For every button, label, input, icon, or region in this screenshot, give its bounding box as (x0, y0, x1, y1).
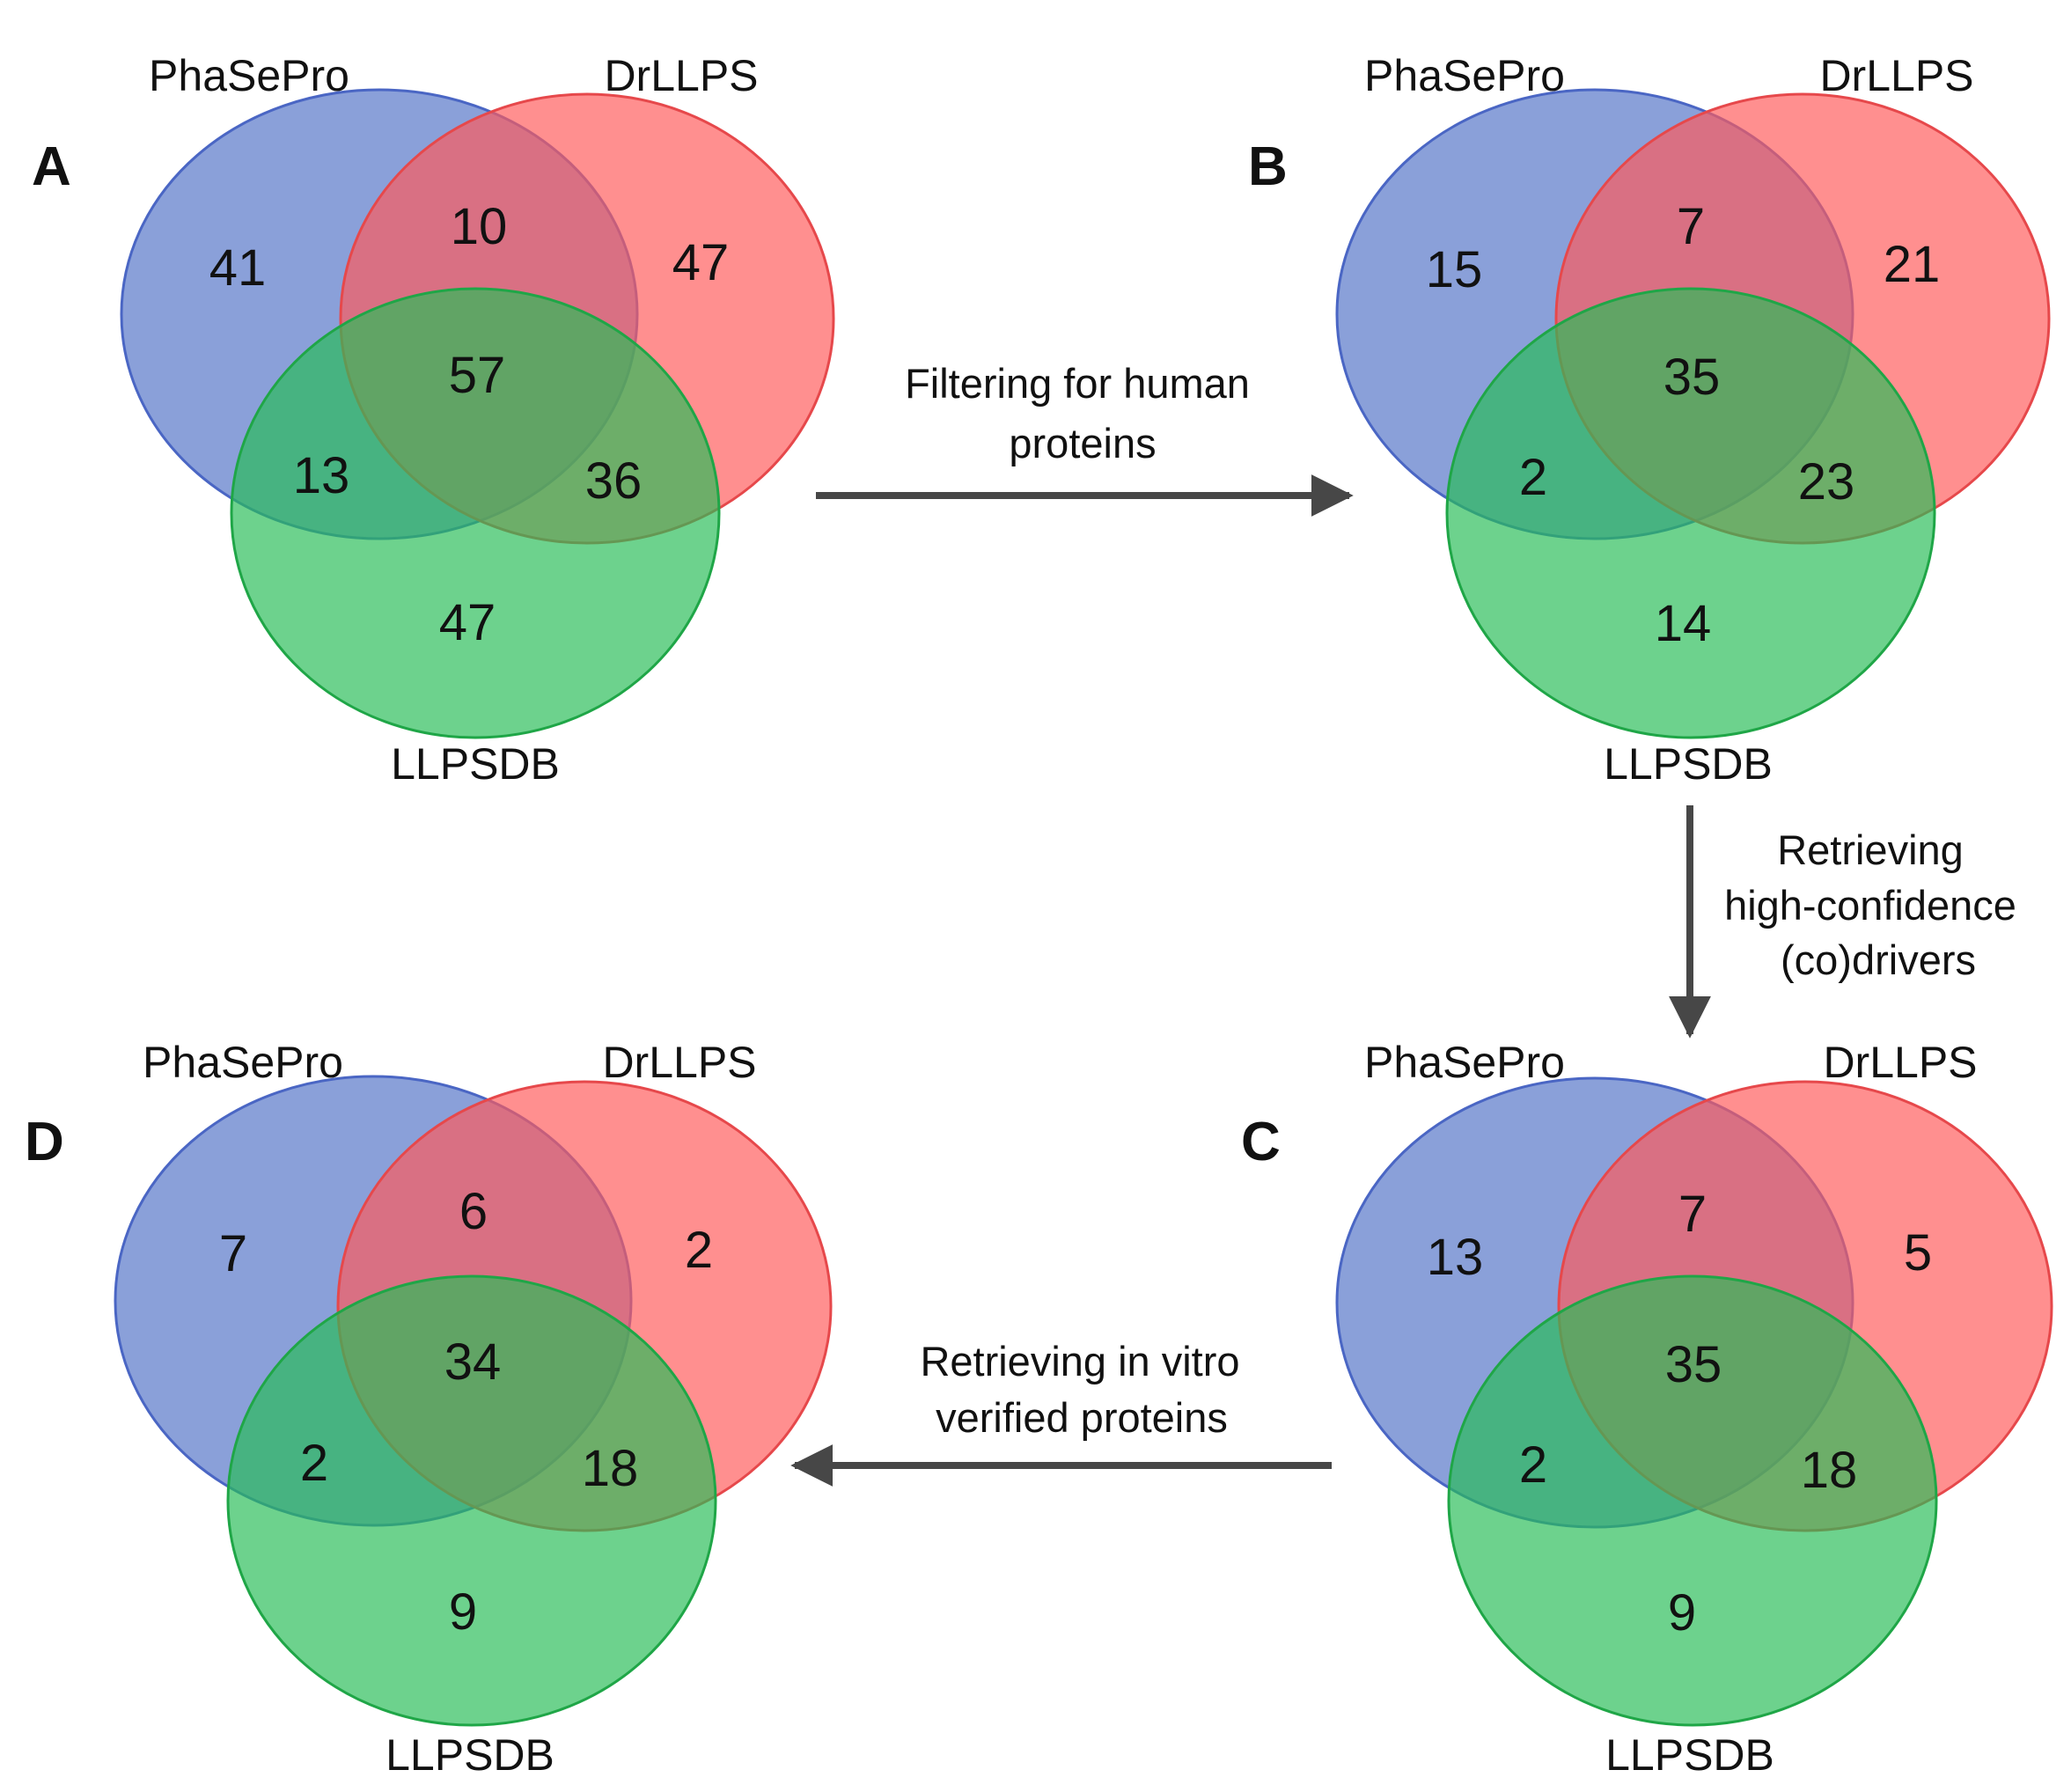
llpsdb-label: LLPSDB (1604, 739, 1773, 789)
count-phasepro-llpsdb: 2 (300, 1435, 328, 1492)
count-all-three: 35 (1663, 349, 1721, 406)
count-phasepro-drllps: 7 (1677, 198, 1705, 255)
panel-letter-c: C (1241, 1112, 1281, 1172)
panel-letter-a: A (32, 136, 71, 197)
count-drllps-only: 5 (1904, 1224, 1932, 1282)
arrow-caption-line-1: Filtering for human (905, 360, 1250, 407)
llpsdb-circle (230, 287, 721, 739)
count-phasepro-llpsdb: 13 (293, 447, 350, 504)
llpsdb-label: LLPSDB (391, 739, 560, 789)
count-phasepro-drllps: 7 (1678, 1186, 1707, 1243)
llpsdb-circle (226, 1274, 717, 1727)
count-phasepro-drllps: 10 (451, 198, 508, 255)
count-drllps-only: 47 (672, 234, 730, 291)
count-llpsdb-only: 9 (1668, 1584, 1696, 1641)
panel-letter-d: D (25, 1112, 64, 1172)
phasepro-label: PhaSePro (1364, 1038, 1565, 1087)
phasepro-label: PhaSePro (149, 51, 349, 100)
count-phasepro-only: 41 (209, 239, 267, 297)
drllps-label: DrLLPS (1823, 1038, 1977, 1087)
panel-d: D PhaSePro DrLLPS LLPSDB 7 6 2 34 2 18 9 (25, 1038, 833, 1780)
llpsdb-label: LLPSDB (1605, 1730, 1774, 1780)
llpsdb-circle (1445, 287, 1936, 739)
arrow-c-to-d: Retrieving in vitro verified proteins (790, 1338, 1332, 1487)
panel-letter-b: B (1248, 136, 1288, 197)
drllps-label: DrLLPS (602, 1038, 756, 1087)
count-all-three: 35 (1665, 1336, 1722, 1393)
count-drllps-llpsdb: 18 (1801, 1442, 1858, 1499)
count-all-three: 34 (444, 1333, 502, 1391)
count-llpsdb-only: 14 (1655, 595, 1712, 652)
count-phasepro-only: 13 (1427, 1229, 1484, 1286)
llpsdb-label: LLPSDB (386, 1730, 554, 1780)
panel-a: A PhaSePro DrLLPS LLPSDB 41 10 47 57 13 … (32, 51, 835, 789)
phasepro-label: PhaSePro (143, 1038, 343, 1087)
count-drllps-llpsdb: 36 (585, 452, 643, 510)
arrow-caption-line-2: proteins (1009, 420, 1156, 466)
count-drllps-llpsdb: 23 (1798, 453, 1855, 510)
count-drllps-only: 21 (1884, 236, 1941, 293)
arrow-caption-line-2: verified proteins (936, 1394, 1228, 1441)
arrow-a-to-b: Filtering for human proteins (816, 360, 1354, 517)
arrow-caption-line-2: high-confidence (1724, 882, 2016, 929)
count-phasepro-llpsdb: 2 (1519, 449, 1547, 506)
count-phasepro-only: 15 (1426, 241, 1483, 298)
drllps-label: DrLLPS (604, 51, 758, 100)
count-all-three: 57 (449, 347, 506, 404)
panel-c: C PhaSePro DrLLPS LLPSDB 13 7 5 35 2 18 … (1241, 1038, 2053, 1780)
count-drllps-only: 2 (685, 1222, 713, 1279)
count-llpsdb-only: 47 (439, 594, 496, 651)
phasepro-label: PhaSePro (1364, 51, 1565, 100)
count-phasepro-only: 7 (219, 1225, 247, 1282)
arrow-b-to-c: Retrieving high-confidence (co)drivers (1669, 805, 2016, 1039)
count-phasepro-drllps: 6 (459, 1183, 488, 1240)
drllps-label: DrLLPS (1819, 51, 1973, 100)
arrow-caption-line-1: Retrieving (1777, 826, 1964, 873)
count-drllps-llpsdb: 18 (582, 1440, 639, 1497)
llpsdb-circle (1447, 1274, 1938, 1727)
count-phasepro-llpsdb: 2 (1519, 1436, 1547, 1494)
arrow-caption-line-3: (co)drivers (1781, 936, 1976, 983)
panel-b: B PhaSePro DrLLPS LLPSDB 15 7 21 35 2 23… (1248, 51, 2051, 789)
count-llpsdb-only: 9 (449, 1583, 477, 1641)
arrow-caption-line-1: Retrieving in vitro (920, 1338, 1239, 1384)
